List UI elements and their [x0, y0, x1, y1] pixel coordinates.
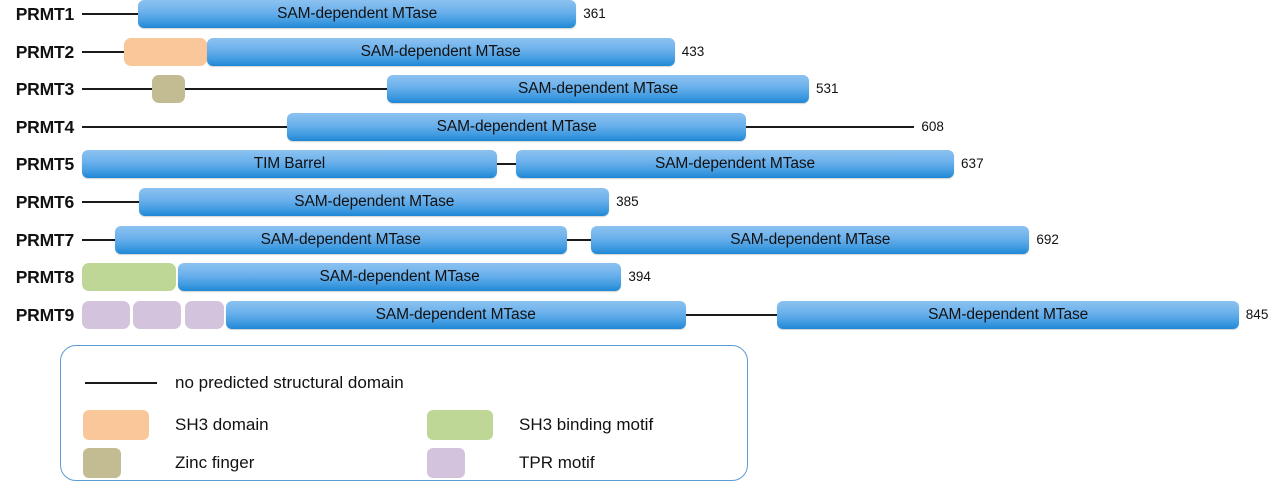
backbone-line: [82, 13, 139, 15]
protein-name-label: PRMT3: [15, 79, 75, 100]
backbone-line: [685, 313, 778, 316]
backbone-line: [566, 238, 592, 241]
legend-tpr-swatch: [427, 448, 465, 478]
protein-length-label: 433: [681, 43, 705, 59]
protein-row: PRMT5 TIM Barrel SAM-dependent MTase 637: [0, 145, 1268, 183]
protein-row: PRMT4 SAM-dependent MTase 608: [0, 108, 1268, 146]
protein-row: PRMT2 SAM-dependent MTase 433: [0, 33, 1268, 71]
protein-length-label: 608: [921, 118, 944, 134]
domain-segment-label: SAM-dependent MTase: [319, 268, 480, 286]
protein-length-label: 692: [1036, 231, 1059, 247]
domain-segment: [82, 300, 130, 329]
protein-row: PRMT8 SAM-dependent MTase 394: [0, 258, 1268, 296]
legend-sh3-swatch: [83, 410, 149, 440]
domain-segment: SAM-dependent MTase: [515, 150, 955, 179]
domain-segment: [124, 37, 207, 66]
legend-item-label: SH3 domain: [175, 415, 269, 434]
legend-item-zinc-finger: Zinc finger: [83, 446, 383, 480]
legend-zinc-swatch: [83, 448, 121, 478]
protein-length-label: 845: [1245, 306, 1268, 322]
domain-segment: [151, 75, 185, 104]
domain-segment: SAM-dependent MTase: [114, 225, 567, 254]
protein-length-label: 385: [616, 194, 639, 209]
backbone-line: [82, 201, 140, 203]
protein-name-label: PRMT9: [15, 304, 75, 325]
domain-segment: SAM-dependent MTase: [225, 300, 686, 329]
protein-length-label: 394: [628, 269, 651, 285]
legend-item-label: no predicted structural domain: [175, 373, 404, 392]
domain-segment-label: SAM-dependent MTase: [294, 193, 455, 210]
protein-name-label: PRMT5: [15, 154, 75, 175]
domain-segment-label: SAM-dependent MTase: [518, 80, 679, 98]
domain-segment: SAM-dependent MTase: [287, 112, 746, 141]
backbone-line: [82, 50, 125, 53]
domain-segment-label: SAM-dependent MTase: [260, 230, 421, 248]
protein-row: PRMT7 SAM-dependent MTase SAM-dependent MT…: [0, 221, 1268, 259]
protein-row: PRMT6 SAM-dependent MTase 385: [0, 183, 1268, 221]
backbone-line: [496, 163, 516, 166]
domain-segment-label: TIM Barrel: [253, 155, 326, 173]
legend-box: no predicted structural domain SH3 domai…: [60, 345, 748, 481]
legend-item-sh3-domain: SH3 domain: [83, 408, 383, 442]
protein-name-label: PRMT4: [15, 116, 75, 137]
domain-segment: SAM-dependent MTase: [138, 0, 577, 28]
domain-segment-label: SAM-dependent MTase: [277, 5, 438, 22]
protein-length-label: 531: [815, 81, 839, 97]
domain-segment-label: SAM-dependent MTase: [436, 117, 597, 135]
legend-item-sh3-binding-motif: SH3 binding motif: [427, 408, 727, 442]
domain-segment: [184, 300, 225, 329]
domain-segment-label: SAM-dependent MTase: [654, 155, 816, 173]
domain-segment-label: SAM-dependent MTase: [730, 230, 891, 248]
protein-row: PRMT3 SAM-dependent MTase 531: [0, 70, 1268, 108]
protein-name-label: PRMT7: [15, 229, 75, 250]
domain-segment: SAM-dependent MTase: [206, 37, 675, 66]
protein-length-label: 361: [583, 6, 606, 21]
domain-segment-label: SAM-dependent MTase: [360, 42, 521, 60]
domain-segment: SAM-dependent MTase: [777, 300, 1239, 329]
domain-segment: SAM-dependent MTase: [591, 225, 1030, 254]
domain-segment: SAM-dependent MTase: [177, 263, 622, 292]
legend-item-tpr-motif: TPR motif: [427, 446, 727, 480]
protein-row: PRMT1 SAM-dependent MTase 361: [0, 0, 1268, 33]
protein-name-label: PRMT2: [15, 41, 75, 62]
domain-segment: [82, 263, 177, 292]
domain-segment-label: SAM-dependent MTase: [375, 305, 536, 323]
legend-sh3bm-swatch: [427, 410, 493, 440]
protein-length-label: 637: [961, 156, 984, 172]
legend-item-label: TPR motif: [519, 453, 595, 472]
protein-row: PRMT9 SAM-dependent MTase SAM-dependent MT…: [0, 296, 1268, 334]
domain-segment: SAM-dependent MTase: [139, 188, 610, 216]
domain-segment: [132, 300, 181, 329]
protein-name-label: PRMT8: [15, 267, 75, 288]
domain-segment: TIM Barrel: [82, 150, 497, 179]
protein-name-label: PRMT6: [15, 192, 75, 212]
legend-line-swatch: [85, 382, 157, 384]
legend-item-no-domain: no predicted structural domain: [83, 366, 503, 400]
legend-item-label: Zinc finger: [175, 453, 255, 472]
backbone-line: [82, 238, 115, 241]
legend-item-label: SH3 binding motif: [519, 415, 654, 434]
domain-segment: SAM-dependent MTase: [387, 75, 809, 104]
protein-name-label: PRMT1: [15, 4, 75, 24]
domain-segment-label: SAM-dependent MTase: [928, 305, 1089, 323]
